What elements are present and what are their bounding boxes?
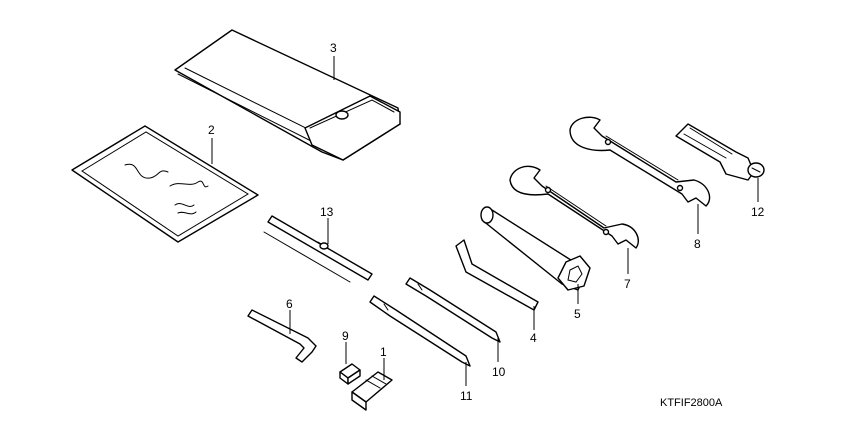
part-10-screwdriver xyxy=(405,277,501,343)
callout-3: 3 xyxy=(330,41,337,55)
callout-6: 6 xyxy=(286,297,293,311)
callout-1: 1 xyxy=(380,345,387,359)
callout-8: 8 xyxy=(694,237,701,251)
diagram-code: KTFIF2800A xyxy=(660,397,723,409)
callout-9: 9 xyxy=(342,329,349,343)
part-13-screwdriver-bit xyxy=(263,215,373,283)
callout-11: 11 xyxy=(460,389,473,403)
callout-10: 10 xyxy=(492,365,506,379)
part-6-hex-wrench xyxy=(247,309,317,363)
part-7-open-end-wrench xyxy=(509,165,640,249)
part-12-screwdriver-handle xyxy=(675,123,765,181)
leader-lines xyxy=(211,56,759,386)
part-8-open-end-wrench xyxy=(569,116,711,207)
part-9-fuse xyxy=(339,363,361,385)
callout-12: 12 xyxy=(751,205,765,219)
callout-13: 13 xyxy=(320,205,334,219)
part-5-spark-plug-wrench xyxy=(480,206,591,291)
callout-5: 5 xyxy=(574,307,581,321)
part-4-handle-bar xyxy=(455,239,539,311)
callout-7: 7 xyxy=(624,277,631,291)
part-1-fuse-puller xyxy=(351,371,393,411)
part-2-plastic-pouch xyxy=(71,125,259,243)
callouts: 3 2 13 6 9 1 11 10 4 5 7 8 12 xyxy=(208,41,765,403)
callout-4: 4 xyxy=(530,331,537,345)
callout-2: 2 xyxy=(208,123,215,137)
part-3-tool-bag xyxy=(174,29,401,161)
part-11-screwdriver xyxy=(369,295,471,367)
